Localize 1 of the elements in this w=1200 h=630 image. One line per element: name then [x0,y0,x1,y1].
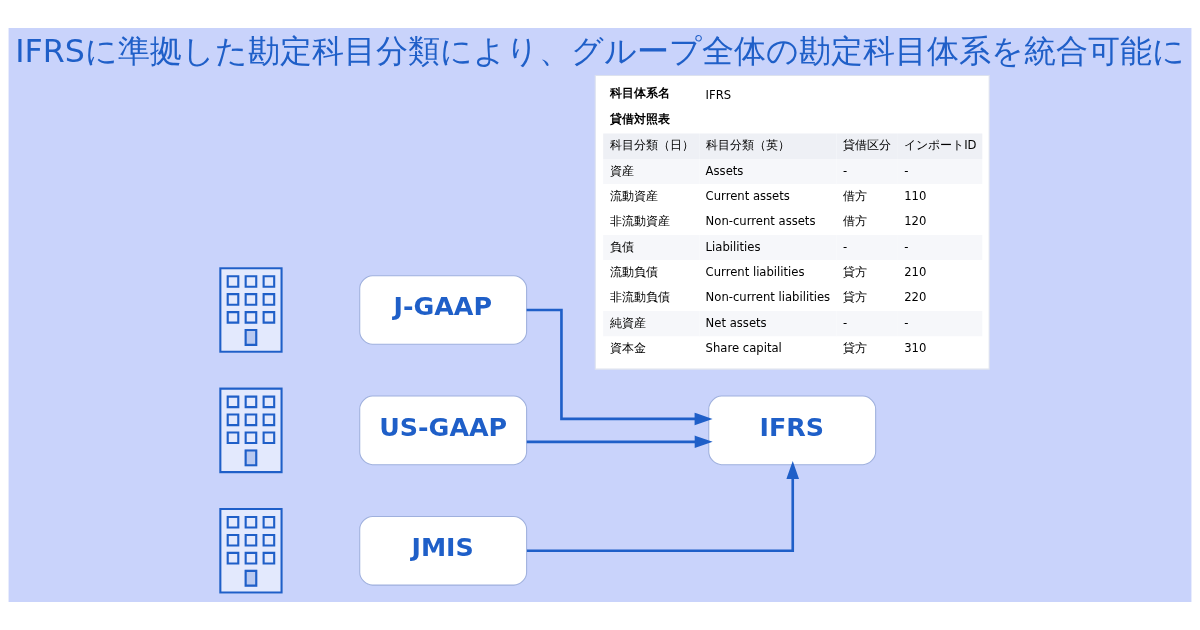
diagram-title: IFRSに準拠した勘定科目分類により、グループ全体の勘定科目体系を統合可能に [15,32,1185,69]
